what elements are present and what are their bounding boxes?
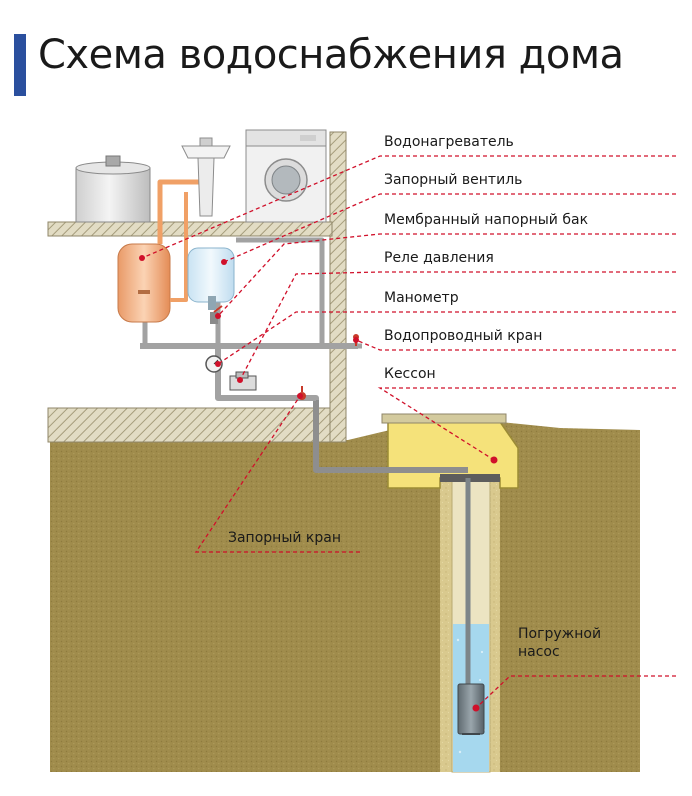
title-accent-bar bbox=[14, 34, 26, 96]
water-heater bbox=[117, 243, 171, 323]
house-wall bbox=[329, 131, 347, 443]
ground-soil bbox=[50, 440, 640, 772]
riser-pipe bbox=[236, 237, 325, 346]
shutoff-valve-device bbox=[210, 312, 218, 324]
sink-pedestal bbox=[197, 157, 215, 217]
label-pressure-relay: Реле давления bbox=[384, 250, 494, 266]
membrane-tank bbox=[187, 247, 235, 303]
submersible-pump bbox=[457, 683, 485, 735]
label-caisson: Кессон bbox=[384, 366, 436, 382]
foundation-slab bbox=[47, 407, 347, 443]
page-title: Схема водоснабжения дома bbox=[38, 32, 624, 78]
storage-tank bbox=[75, 167, 151, 223]
label-pump-line1: Погружной bbox=[518, 626, 601, 642]
upper-floor bbox=[47, 221, 333, 237]
label-pump-line2: насос bbox=[518, 644, 560, 660]
label-water-heater: Водонагреватель bbox=[384, 134, 514, 150]
sink bbox=[181, 145, 231, 159]
hot-water-pipe bbox=[157, 179, 212, 244]
caisson-lid bbox=[381, 413, 507, 424]
label-manometer: Манометр bbox=[384, 290, 459, 306]
label-water-tap: Водопроводный кран bbox=[384, 328, 542, 344]
leader-lines bbox=[141, 155, 676, 709]
label-shutoff-cock: Запорный кран bbox=[228, 530, 341, 546]
label-shutoff-valve: Запорный вентиль bbox=[384, 172, 522, 188]
label-membrane-tank: Мембранный напорный бак bbox=[384, 212, 588, 228]
leader-dots bbox=[139, 255, 498, 712]
supply-pipe bbox=[313, 398, 468, 473]
